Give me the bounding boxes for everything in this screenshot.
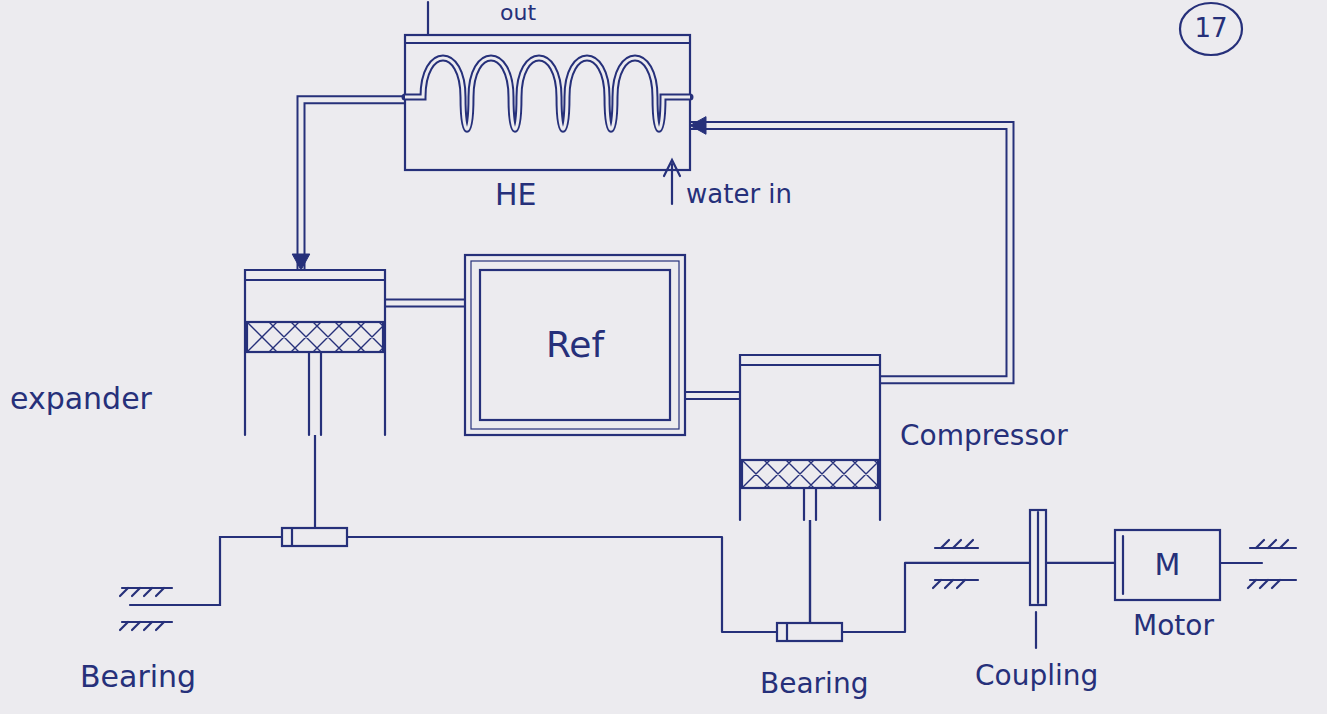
refrigerator-box: Ref [465, 255, 685, 435]
water-out-pipe [427, 2, 429, 35]
crank-block-line [291, 528, 293, 546]
cooling-coil-bore [405, 58, 690, 129]
ref-inner-wall [480, 270, 670, 420]
piston [742, 460, 878, 488]
piston [247, 322, 383, 352]
shaft-connector [810, 520, 1115, 632]
bearing-symbol [120, 588, 172, 596]
pipe-bore [301, 100, 405, 270]
shaft-line [810, 520, 1115, 632]
page-number-circle: 17 [1180, 3, 1242, 55]
bearing-symbol [933, 580, 978, 588]
piston-rod [804, 488, 816, 520]
piston-hatch [742, 460, 878, 488]
expander-cylinder: expander [245, 270, 385, 435]
piston-rod [309, 352, 321, 435]
number-circle [1180, 3, 1242, 55]
node-title: HE [495, 178, 537, 213]
coupling-symbol-line [1037, 512, 1039, 603]
shaft-connector [315, 435, 810, 632]
coupling-symbol [1030, 510, 1046, 605]
arrow-head [690, 117, 706, 135]
pipe-bore [385, 301, 465, 306]
water-out-label: out [500, 0, 536, 25]
arrow-head [292, 254, 310, 270]
pipe-wall [690, 125, 1010, 379]
motor-casing [1115, 530, 1220, 600]
crank-block-line [786, 623, 788, 641]
coupling-label: Coupling [975, 660, 1098, 692]
ref-outer-wall [465, 255, 685, 435]
pipe-connector [685, 395, 740, 396]
pipe-wall [385, 299, 465, 308]
bearing-symbol [120, 622, 172, 630]
pipe-connector [385, 303, 465, 304]
pipe-wall [301, 100, 405, 270]
bearing-symbol [1250, 540, 1296, 548]
cooling-coil [405, 58, 690, 129]
he-outline [405, 35, 690, 170]
compressor-cylinder: Compressor [740, 355, 880, 520]
crank-block [282, 528, 347, 546]
water-in-arrow-head [664, 160, 680, 176]
bearing-label: Bearing [80, 660, 196, 695]
pipe-bore [690, 125, 1010, 379]
exchanger-wall [405, 42, 690, 44]
motor-box: MMotor [1115, 530, 1220, 600]
bearing-symbol [1248, 580, 1296, 588]
bearing-label: Bearing [760, 668, 868, 700]
pipe-wall [685, 391, 740, 400]
motor-end-plate [1122, 536, 1124, 594]
pipe-bore [685, 393, 740, 398]
node-title: 17 [1194, 14, 1227, 44]
cylinder-head [740, 364, 880, 366]
node-caption: Motor [1133, 610, 1214, 642]
node-title: expander [10, 382, 152, 417]
ref-insulation [471, 261, 679, 429]
bearing-symbol [935, 540, 978, 548]
shaft-line [315, 435, 810, 632]
pipe-connector [292, 100, 405, 270]
cylinder-wall [740, 355, 880, 520]
node-title: Ref [546, 324, 604, 365]
motor-shaft [1220, 562, 1262, 564]
piston-hatch [247, 322, 383, 352]
cylinder-head [245, 279, 385, 281]
leader-line [1035, 612, 1037, 648]
crank-block [777, 623, 842, 641]
node-title: Compressor [900, 420, 1068, 452]
cyl-outline [245, 270, 385, 435]
crankshaft-end [130, 537, 282, 605]
heat-exchanger: HE [405, 35, 690, 170]
cylinder-wall [245, 270, 385, 435]
pipe-connector [690, 117, 1010, 380]
cyl-outline [740, 355, 880, 520]
exchanger-shell [405, 35, 690, 170]
water-in-label: water in [686, 180, 792, 210]
node-title: M [1155, 548, 1181, 583]
